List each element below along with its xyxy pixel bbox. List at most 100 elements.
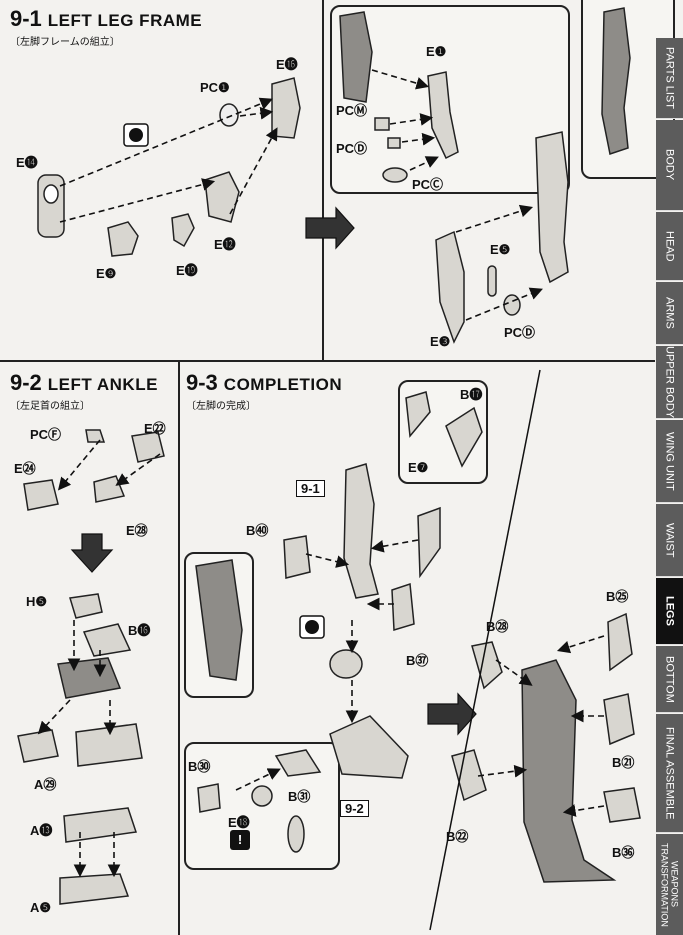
- part-b28: [471, 641, 503, 690]
- part-label-e28: E㉘: [126, 523, 148, 538]
- step-title: LEFT ANKLE: [47, 375, 158, 394]
- tab-body[interactable]: BODY: [656, 120, 683, 211]
- part-h5: [69, 593, 103, 619]
- part-pcd-b: [503, 294, 521, 316]
- part-pc1: [219, 103, 239, 127]
- part-e24: [23, 479, 59, 511]
- foot: [329, 715, 409, 779]
- ankle-joint: [329, 649, 363, 679]
- step-number: 9-3: [186, 370, 218, 395]
- part-e12: [204, 171, 240, 223]
- tab-final-assemble[interactable]: FINAL ASSEMBLE: [656, 714, 683, 833]
- part-label-a13: A⓭: [30, 823, 53, 838]
- part-b36: [603, 787, 641, 823]
- spacer: [84, 772, 85, 773]
- leg-frame-ref: [343, 463, 379, 599]
- part-b37: [391, 582, 415, 631]
- part-label-e5: E❺: [490, 242, 511, 257]
- step-title: COMPLETION: [223, 375, 343, 394]
- part-e1-frame: [339, 11, 373, 103]
- tab-arms[interactable]: ARMS: [656, 282, 683, 345]
- part-label-e9: E❾: [96, 266, 117, 281]
- part-label-a5: A❺: [30, 900, 52, 915]
- part-label-h5: H❺: [26, 594, 48, 609]
- tab-head[interactable]: HEAD: [656, 212, 683, 281]
- tab-legs[interactable]: LEGS: [656, 578, 683, 645]
- part-b30: [197, 783, 221, 813]
- part-label-e3: E❸: [430, 334, 451, 349]
- part-pcf: [85, 429, 106, 443]
- knee-detail: [601, 7, 631, 155]
- step-subtitle: 〔左足首の組立〕: [10, 401, 90, 412]
- part-label-e7: E❼: [408, 460, 429, 475]
- part-label-b22: B㉒: [446, 829, 469, 844]
- part-b40: [283, 535, 311, 579]
- part-label-e19: E⓳: [176, 263, 198, 278]
- part-label-b30: B㉚: [188, 759, 211, 774]
- part-label-pcm: PCⓂ: [336, 103, 368, 118]
- part-label-pcf: PCⒻ: [30, 427, 62, 442]
- rear-detail: [195, 559, 243, 681]
- tab-bottom[interactable]: BOTTOM: [656, 646, 683, 713]
- part-b25: [607, 612, 633, 672]
- part-label-b21: B㉑: [612, 755, 635, 770]
- tab-waist[interactable]: WAIST: [656, 504, 683, 577]
- part-b17: [445, 406, 483, 468]
- part-e19: [171, 213, 195, 248]
- part-label-b36: B㊱: [612, 845, 635, 860]
- part-label-b25: B㉕: [606, 589, 629, 604]
- part-e16: [271, 77, 301, 139]
- step-subtitle: 〔左脚の完成〕: [186, 401, 256, 412]
- part-e7: [405, 391, 431, 438]
- ankle-base: [75, 723, 143, 767]
- part-e28: [93, 475, 126, 503]
- detail-callout-leg-frame: [330, 5, 570, 194]
- ref-step-9-1: 9-1: [296, 480, 325, 497]
- part-label-b16: B⓰: [128, 623, 151, 638]
- part-e5: [487, 265, 497, 297]
- tab-weapons-transformation[interactable]: WEAPONS TRANSFORMATION: [656, 834, 683, 935]
- joint-detail: [287, 815, 305, 853]
- part-label-e14: E⓮: [16, 155, 38, 170]
- step-subtitle: 〔左脚フレームの組立〕: [10, 37, 120, 48]
- ref-step-9-2: 9-2: [340, 800, 369, 817]
- tab-parts-list[interactable]: PARTS LIST: [656, 38, 683, 119]
- step-arrow-right-2: [427, 692, 477, 736]
- part-label-e24: E㉔: [14, 461, 36, 476]
- part-b16: [82, 623, 132, 657]
- part-label-e18: E⓲: [228, 815, 250, 830]
- part-label-pc1: PC❶: [200, 80, 230, 95]
- step-number: 9-1: [10, 6, 42, 31]
- part-label-b17: B⓱: [460, 387, 483, 402]
- part-label-pcd: PCⒹ: [336, 141, 368, 156]
- part-label-pcd-b: PCⒹ: [504, 325, 536, 340]
- part-b30-detail: [274, 749, 322, 777]
- part-b31: [251, 785, 273, 807]
- caution-icon: !: [230, 830, 250, 850]
- part-label-a29: A㉙: [34, 777, 57, 792]
- step-9-1-heading: 9-1 LEFT LEG FRAME 〔左脚フレームの組立〕: [10, 6, 202, 48]
- part-label-b28: B㉘: [486, 619, 509, 634]
- leg-frame-assembled: [535, 131, 569, 284]
- part-a29: [17, 729, 59, 763]
- part-a13: [63, 807, 137, 843]
- step-title: LEFT LEG FRAME: [47, 11, 203, 30]
- tab-wing-unit[interactable]: WING UNIT: [656, 420, 683, 503]
- part-label-e1: E❶: [426, 44, 447, 59]
- part-b21: [603, 693, 635, 746]
- part-a5: [59, 873, 130, 905]
- part-pcm: [374, 117, 390, 131]
- part-label-b40: B㊵: [246, 523, 269, 538]
- part-armor-upper: [417, 506, 441, 579]
- part-pcc: [382, 167, 408, 183]
- part-label-b37: B㊲: [406, 653, 429, 668]
- ankle-core: [57, 657, 122, 699]
- part-label-b31: B㉛: [288, 789, 311, 804]
- step-arrow-right: [305, 206, 355, 250]
- part-e22: [131, 431, 165, 463]
- tab-upper-body[interactable]: UPPER BODY: [656, 346, 683, 419]
- part-e1: [427, 71, 459, 160]
